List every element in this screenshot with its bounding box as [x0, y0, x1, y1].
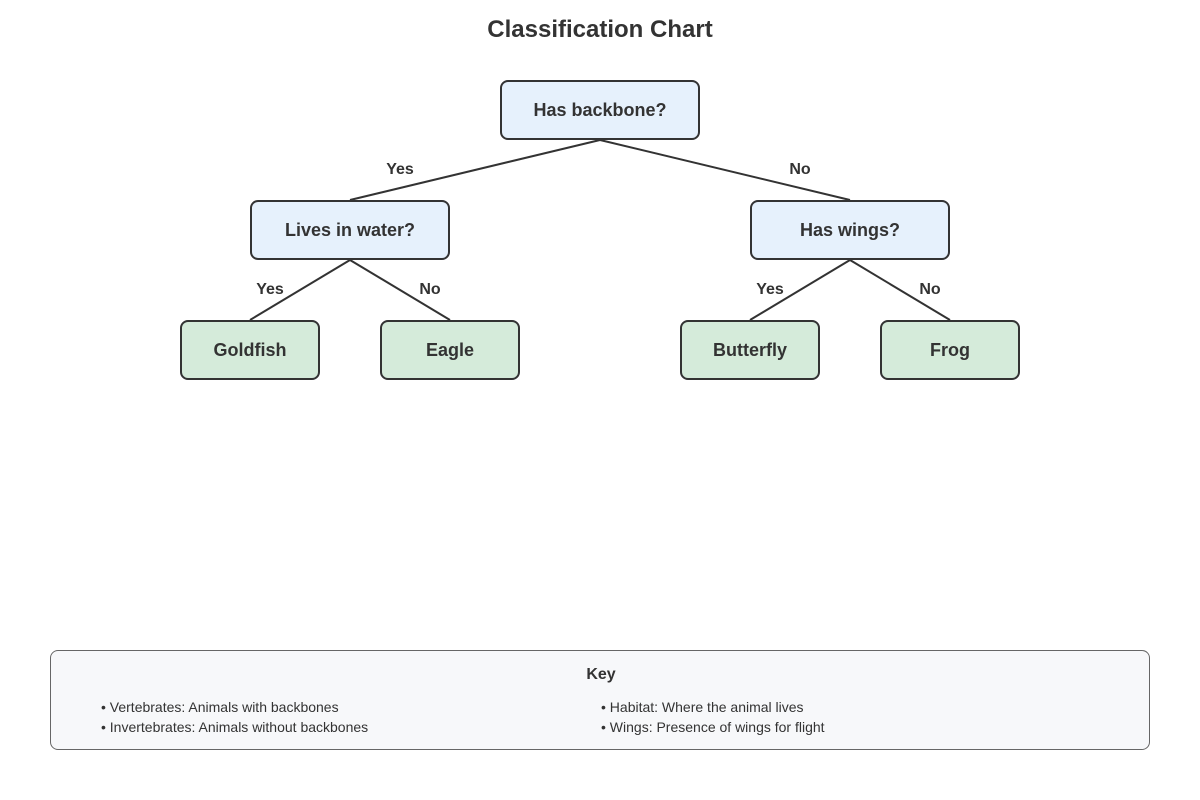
key-item-habitat: • Habitat: Where the animal lives	[601, 699, 804, 715]
edge-root-no	[599, 139, 851, 201]
key-column-left: • Vertebrates: Animals with backbones • …	[101, 697, 368, 737]
key-item-invertebrates: • Invertebrates: Animals without backbon…	[101, 719, 369, 735]
node-has-backbone: Has backbone?	[500, 80, 700, 140]
leaf-goldfish: Goldfish	[180, 320, 320, 380]
edge-label-water-no: No	[419, 281, 441, 298]
node-lives-in-water: Lives in water?	[250, 200, 450, 260]
edge-label-root-no: No	[789, 161, 811, 178]
leaf-butterfly: Butterfly	[680, 320, 820, 380]
edge-label-wings-no: No	[919, 281, 941, 298]
leaf-eagle: Eagle	[380, 320, 520, 380]
key-panel: Key • Vertebrates: Animals with backbone…	[50, 650, 1150, 750]
leaf-frog: Frog	[880, 320, 1020, 380]
edge-root-yes	[349, 139, 601, 201]
edge-wings-no	[849, 259, 951, 321]
edge-label-water-yes: Yes	[256, 281, 284, 298]
edge-wings-yes	[749, 259, 851, 321]
edge-water-yes	[249, 259, 351, 321]
node-has-wings: Has wings?	[750, 200, 950, 260]
edge-label-root-yes: Yes	[386, 161, 414, 178]
edge-label-wings-yes: Yes	[756, 281, 784, 298]
key-item-vertebrates: • Vertebrates: Animals with backbones	[101, 699, 339, 715]
key-item-wings: • Wings: Presence of wings for flight	[601, 719, 825, 735]
key-title: Key	[586, 666, 616, 683]
key-column-right: • Habitat: Where the animal lives • Wing…	[601, 697, 825, 737]
edge-water-no	[349, 259, 451, 321]
chart-title: Classification Chart	[487, 16, 713, 43]
